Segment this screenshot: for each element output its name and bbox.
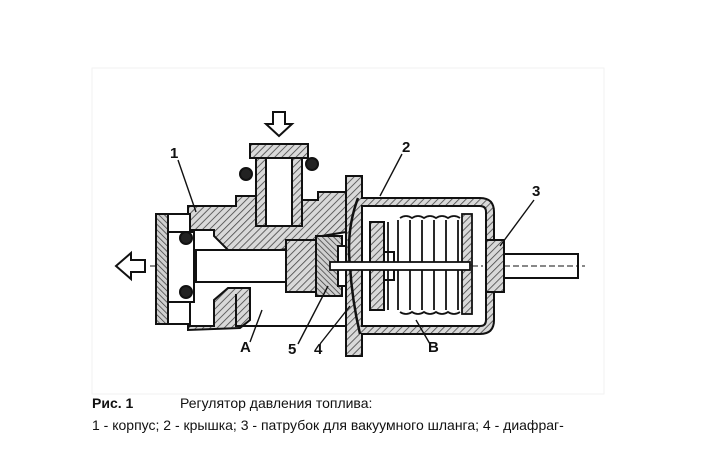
callout-2: 2 bbox=[402, 139, 410, 156]
valve-stem bbox=[329, 261, 471, 271]
callout-5: 5 bbox=[288, 341, 296, 358]
callout-A: A bbox=[240, 339, 251, 356]
leader-lines bbox=[177, 153, 535, 345]
inlet-arrow-icon bbox=[263, 111, 295, 138]
callout-3: 3 bbox=[532, 183, 540, 200]
vacuum-nipple bbox=[485, 239, 579, 293]
figure-number: Рис. 1 bbox=[92, 395, 134, 411]
caption-legend: 1 - корпус; 2 - крышка; 3 - патрубок для… bbox=[92, 417, 564, 433]
caption-title-row: Рис. 1 Регулятор давления топлива: bbox=[92, 392, 612, 414]
figure-caption: Рис. 1 Регулятор давления топлива: 1 - ко… bbox=[92, 392, 612, 436]
figure-frame bbox=[91, 67, 605, 395]
outlet-arrow-icon bbox=[114, 250, 146, 282]
callout-1: 1 bbox=[170, 145, 178, 162]
inlet-fitting bbox=[239, 143, 319, 227]
callout-B: B bbox=[428, 339, 439, 356]
callout-4: 4 bbox=[314, 341, 323, 358]
cover bbox=[345, 175, 495, 357]
caption-title: Регулятор давления топлива: bbox=[180, 395, 373, 411]
